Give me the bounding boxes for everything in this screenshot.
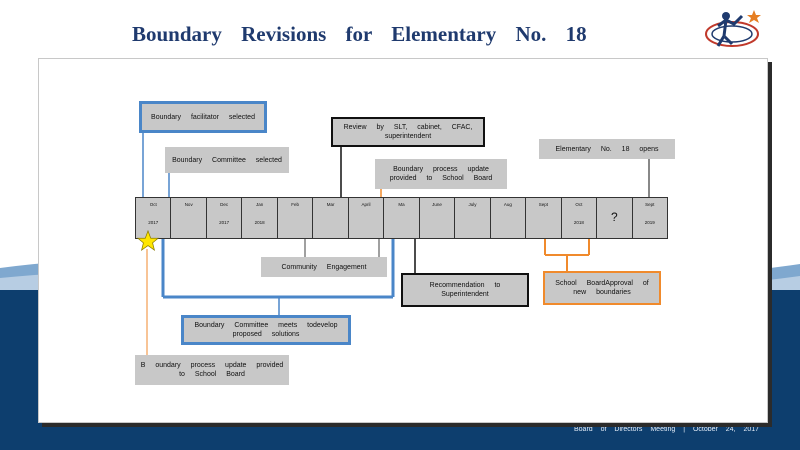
box-committee-selected: Boundary Committee selected	[165, 147, 289, 173]
page-title: Boundary Revisions for Elementary No. 18	[132, 22, 587, 46]
timeline-cell-unknown: ?	[597, 198, 633, 238]
box-facilitator-selected: Boundary facilitator selected	[139, 101, 267, 133]
timeline-cell: June	[419, 198, 456, 238]
box-process-update-top: Boundary process update provided to Scho…	[375, 159, 507, 189]
connector-lines	[142, 131, 650, 357]
timeline-cell: Nov	[171, 198, 207, 238]
timeline-cell: Ma	[384, 198, 420, 238]
timeline-cell: Mar	[313, 198, 349, 238]
box-board-approval: School BoardApproval of new boundaries	[543, 271, 661, 305]
box-process-update-bottom: B oundary process update provided to Sch…	[135, 355, 289, 385]
timeline-cell: Feb	[277, 198, 314, 238]
timeline-cell: July	[455, 198, 491, 238]
timeline-cell: Aug	[490, 198, 527, 238]
box-review: Review by SLT, cabinet, CFAC, superinten…	[331, 117, 485, 147]
district-logo-icon	[705, 10, 761, 47]
box-committee-meets: Boundary Committee meets todevelop propo…	[181, 315, 351, 345]
box-recommendation: Recommendation to Superintendent	[401, 273, 529, 307]
timeline-cell: April	[348, 198, 385, 238]
timeline-cell: Sept	[526, 198, 562, 238]
box-elementary-opens: Elementary No. 18 opens	[539, 139, 675, 159]
footer-text: Board of Directors Meeting | October 24,…	[574, 426, 760, 433]
box-community-engagement: Community Engagement	[261, 257, 387, 277]
star-icon	[137, 230, 159, 252]
